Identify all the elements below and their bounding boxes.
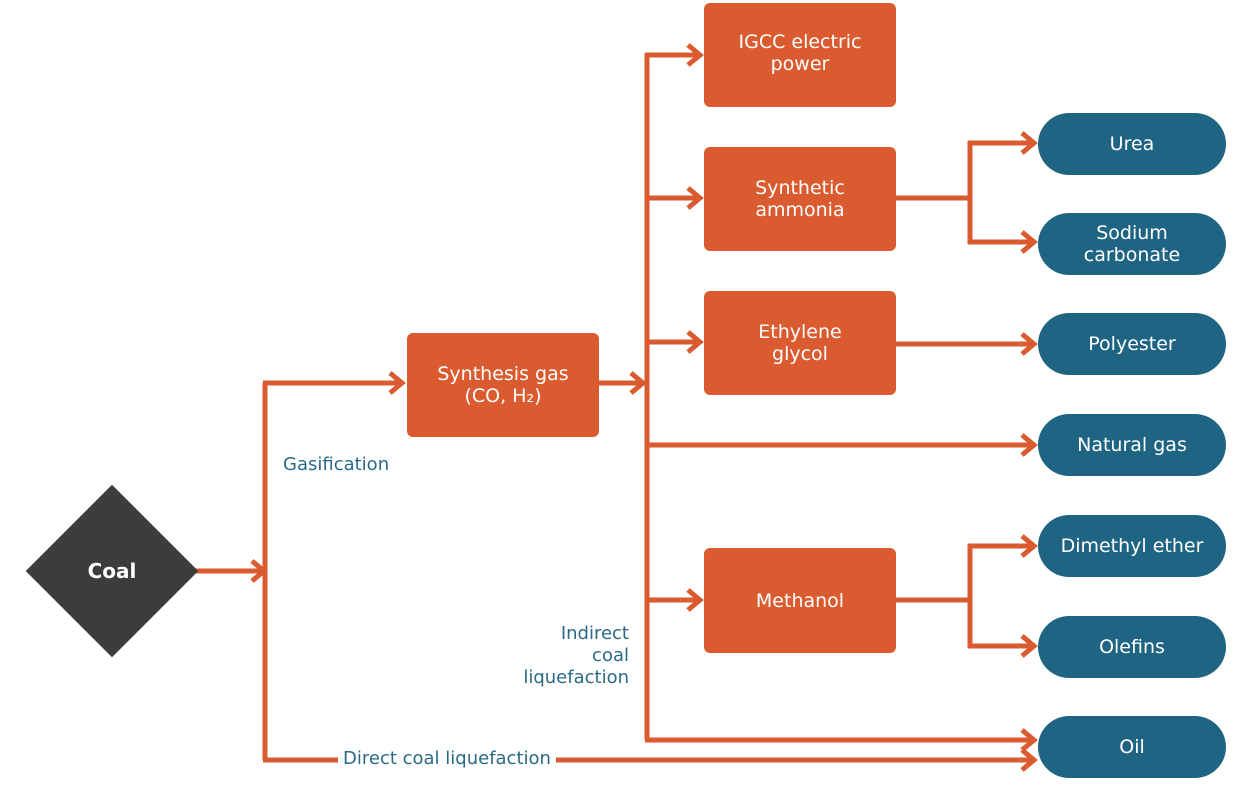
arrowhead-icon bbox=[1020, 332, 1038, 356]
node-dimethyl-ether: Dimethyl ether bbox=[1038, 515, 1226, 577]
node-label: Polyester bbox=[1088, 333, 1176, 355]
label-line: liquefaction bbox=[523, 667, 629, 688]
node-label: ammonia bbox=[755, 199, 845, 221]
node-label: Natural gas bbox=[1077, 434, 1187, 456]
node-natural-gas: Natural gas bbox=[1038, 414, 1226, 476]
label-line: Indirect bbox=[560, 623, 629, 644]
arrowhead-icon bbox=[686, 588, 704, 612]
node-label: Dimethyl ether bbox=[1060, 535, 1204, 557]
arrowhead-icon bbox=[388, 371, 406, 395]
node-label: Ethylene bbox=[758, 321, 842, 343]
arrowhead-icon bbox=[1020, 433, 1038, 457]
coal-label: Coal bbox=[87, 559, 137, 583]
node-label: Methanol bbox=[755, 589, 845, 612]
arrowhead-icon bbox=[629, 371, 647, 395]
arrowhead-icon bbox=[1020, 748, 1038, 772]
node-label: carbonate bbox=[1083, 244, 1181, 266]
label-direct-coal-liquefaction: Direct coal liquefaction bbox=[338, 748, 556, 770]
node-label: Oil bbox=[1119, 736, 1145, 758]
node-label: IGCC electric bbox=[738, 31, 862, 53]
arrowhead-icon bbox=[1020, 728, 1038, 752]
node-label: Sodium bbox=[1096, 222, 1168, 244]
arrowhead-icon bbox=[1020, 634, 1038, 658]
node-synthesis-gas: Synthesis gas(CO, H₂) bbox=[407, 333, 599, 437]
node-label: Olefins bbox=[1099, 636, 1165, 658]
node-label: Synthesis gas bbox=[437, 363, 569, 385]
node-methanol: Methanol bbox=[704, 548, 896, 653]
arrowhead-icon bbox=[686, 186, 704, 210]
label-line: coal bbox=[592, 645, 629, 666]
label-gasification: Gasification bbox=[283, 454, 390, 475]
node-label: Synthetic bbox=[755, 177, 845, 199]
node-label: glycol bbox=[772, 343, 828, 365]
label-indirect-coal-liquefaction: Indirect coal liquefaction bbox=[480, 623, 629, 689]
node-label: (CO, H₂) bbox=[464, 385, 542, 407]
node-label: Urea bbox=[1109, 133, 1155, 155]
node-label: power bbox=[770, 53, 830, 75]
arrowhead-icon bbox=[1020, 534, 1038, 558]
arrowhead-icon bbox=[686, 43, 704, 67]
arrowhead-icon bbox=[686, 330, 704, 354]
node-oil: Oil bbox=[1038, 716, 1226, 778]
node-olefins: Olefins bbox=[1038, 616, 1226, 678]
arrowhead-icon bbox=[1020, 230, 1038, 254]
arrowhead-icon bbox=[1020, 131, 1038, 155]
node-urea: Urea bbox=[1038, 113, 1226, 175]
node-polyester: Polyester bbox=[1038, 313, 1226, 375]
